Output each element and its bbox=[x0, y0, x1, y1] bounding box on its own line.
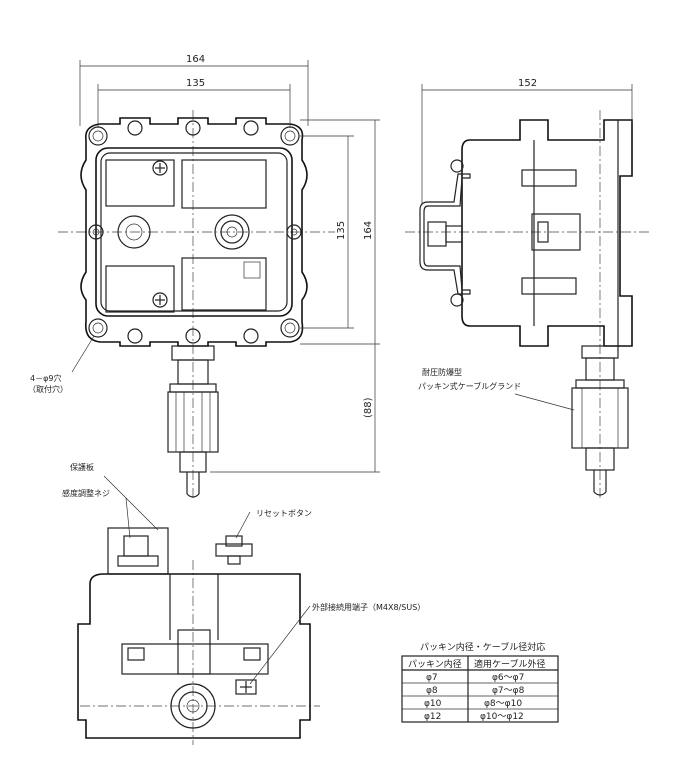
side-view bbox=[405, 110, 650, 500]
table-row: φ8 bbox=[426, 686, 438, 696]
bottom-view bbox=[77, 527, 320, 745]
cable-table: パッキン内径・ケーブル径対応 パッキン内径 適用ケーブル外径 φ7 φ6～φ7 … bbox=[401, 641, 559, 723]
label-gland-type: 耐圧防爆型 bbox=[422, 367, 462, 377]
label-sensitivity-screw: 感度調整ネジ bbox=[62, 488, 110, 498]
front-dimensions bbox=[79, 60, 380, 473]
table-row: φ12 bbox=[424, 712, 441, 722]
label-mount-holes-note: （取付穴） bbox=[28, 384, 68, 394]
mount-hole-bl bbox=[88, 318, 108, 338]
table-title: パッキン内径・ケーブル径対応 bbox=[420, 641, 545, 653]
label-reset-button: リセットボタン bbox=[256, 509, 312, 518]
table-row: φ10～φ12 bbox=[480, 712, 524, 722]
table-row: φ7 bbox=[426, 673, 438, 683]
table-header-cable: 適用ケーブル外径 bbox=[474, 658, 545, 670]
mount-hole-tl bbox=[88, 126, 108, 146]
dim-front-width-outer: 164 bbox=[186, 54, 205, 65]
label-gland-name: パッキン式ケーブルグランド bbox=[418, 381, 521, 391]
dim-front-height-outer: 164 bbox=[363, 221, 374, 240]
label-protect-plate: 保護板 bbox=[70, 462, 94, 472]
table-row: φ8～φ10 bbox=[484, 699, 522, 709]
table-row: φ10 bbox=[424, 699, 442, 709]
front-view bbox=[58, 110, 335, 500]
label-ground-terminal: 外部接続用端子（M4X8/SUS） bbox=[312, 602, 425, 612]
label-mount-holes: 4－φ9穴 bbox=[30, 373, 61, 383]
dim-front-height-inner: 135 bbox=[336, 221, 347, 240]
mount-hole-tr bbox=[280, 126, 300, 146]
table-row: φ7～φ8 bbox=[492, 686, 525, 696]
dim-gland-length: (88) bbox=[363, 397, 374, 418]
table-row: φ6～φ7 bbox=[492, 673, 524, 683]
dim-side-width: 152 bbox=[518, 78, 537, 89]
dim-front-width-inner: 135 bbox=[186, 78, 205, 89]
table-header-packing: パッキン内径 bbox=[408, 658, 462, 670]
mount-hole-br bbox=[280, 318, 300, 338]
